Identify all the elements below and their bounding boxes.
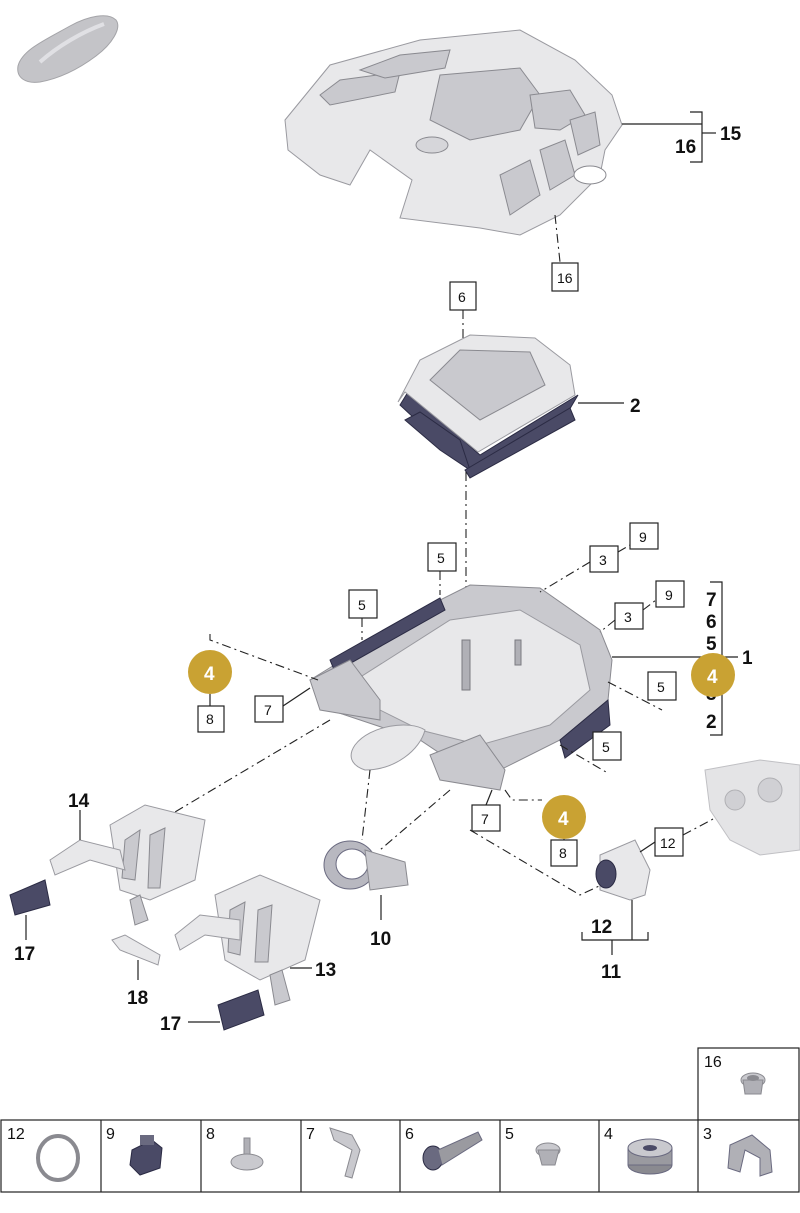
callout-12-bracket: 12: [591, 917, 612, 938]
callout-4-left: 4: [204, 664, 215, 685]
retainer-clip-icon[interactable]: [727, 1134, 773, 1177]
bolt-icon[interactable]: [422, 1131, 483, 1171]
air-filter-housing-part[interactable]: [309, 584, 613, 791]
callout-16-box: 16: [557, 270, 573, 286]
rubber-bushing-icon[interactable]: [627, 1138, 673, 1175]
parts-cell-16-number: 16: [704, 1054, 722, 1071]
stack-5: 5: [706, 634, 717, 655]
callout-box-5b: [348, 589, 378, 619]
callout-17-top: 17: [14, 944, 35, 965]
stack-6: 6: [706, 612, 717, 633]
bracket-icon[interactable]: [329, 1127, 361, 1179]
parts-cell-4-number: 4: [604, 1126, 613, 1143]
callout-box-6: [449, 281, 477, 311]
parts-cell-5-number: 5: [505, 1126, 514, 1143]
vehicle-silhouette-icon: [17, 15, 119, 83]
callout-2: 2: [630, 396, 641, 417]
parts-cell-6-number: 6: [405, 1126, 414, 1143]
callout-box-5c: [647, 671, 677, 701]
callout-7-bottom: 7: [481, 811, 489, 827]
callout-box-9a: [629, 522, 659, 550]
parts-table: 16 12 9 8 7 6 5 4 3: [0, 1047, 800, 1193]
callout-box-8-left: [197, 705, 225, 733]
callout-17-bottom: 17: [160, 1014, 181, 1035]
callout-13: 13: [315, 960, 336, 981]
parts-cell-3-number: 3: [703, 1126, 712, 1143]
callout-3-b: 3: [624, 609, 632, 625]
callout-8-left: 8: [206, 711, 214, 727]
callout-box-8-bottom: [550, 839, 578, 867]
callout-box-9b: [655, 580, 685, 608]
callout-7-left: 7: [264, 702, 272, 718]
callout-box-7-left: [254, 695, 284, 723]
callout-11: 11: [601, 962, 622, 983]
intake-hose-part[interactable]: [323, 840, 409, 891]
clamp-lower-part[interactable]: [217, 989, 265, 1031]
callout-4-bottom: 4: [558, 809, 569, 830]
callout-5-d: 5: [602, 739, 610, 755]
parts-cell-12-number: 12: [7, 1126, 25, 1143]
callout-3-a: 3: [599, 552, 607, 568]
callout-box-3b: [614, 602, 644, 630]
callout-5-a: 5: [437, 550, 445, 566]
callout-12-box: 12: [660, 835, 676, 851]
stack-7: 7: [706, 590, 717, 611]
callout-1: 1: [742, 648, 753, 669]
parts-cell-9-number: 9: [106, 1126, 115, 1143]
parts-cell-8-number: 8: [206, 1126, 215, 1143]
callout-6-top: 6: [458, 289, 466, 305]
cap-nut-icon: [740, 1072, 766, 1095]
engine-cover-part[interactable]: [284, 29, 623, 236]
intake-duct-lower-part[interactable]: [174, 874, 321, 1006]
callout-18: 18: [127, 988, 148, 1009]
callout-14: 14: [68, 791, 90, 812]
callout-box-5d: [592, 731, 622, 761]
intake-duct-upper-part[interactable]: [49, 804, 206, 926]
callout-box-5a: [427, 542, 457, 572]
callout-box-16: [551, 262, 579, 292]
callout-10: 10: [370, 929, 391, 950]
callout-5-c: 5: [657, 679, 665, 695]
engine-block-fragment: [704, 759, 800, 856]
callout-5-b: 5: [358, 597, 366, 613]
air-filter-lid-part[interactable]: [397, 334, 579, 479]
clip-icon[interactable]: [129, 1135, 163, 1176]
badge-4-right[interactable]: [691, 653, 735, 697]
callout-9-b: 9: [665, 587, 673, 603]
push-rivet-icon[interactable]: [230, 1137, 264, 1171]
clamp-upper-part[interactable]: [9, 879, 51, 916]
grommet-icon[interactable]: [535, 1142, 561, 1166]
callout-box-3a: [589, 545, 619, 573]
stack-2: 2: [706, 712, 717, 733]
throttle-body-part[interactable]: [595, 839, 651, 901]
callout-9-a: 9: [639, 529, 647, 545]
callout-4-right: 4: [707, 667, 718, 688]
strap-part[interactable]: [111, 934, 161, 966]
callout-16-bracket: 16: [675, 137, 696, 158]
badge-4-left[interactable]: [188, 650, 232, 694]
o-ring-icon[interactable]: [36, 1134, 80, 1182]
callout-8-bottom: 8: [559, 845, 567, 861]
badge-4-bottom[interactable]: [542, 795, 586, 839]
callout-15: 15: [720, 124, 742, 145]
parts-cell-7-number: 7: [306, 1126, 315, 1143]
